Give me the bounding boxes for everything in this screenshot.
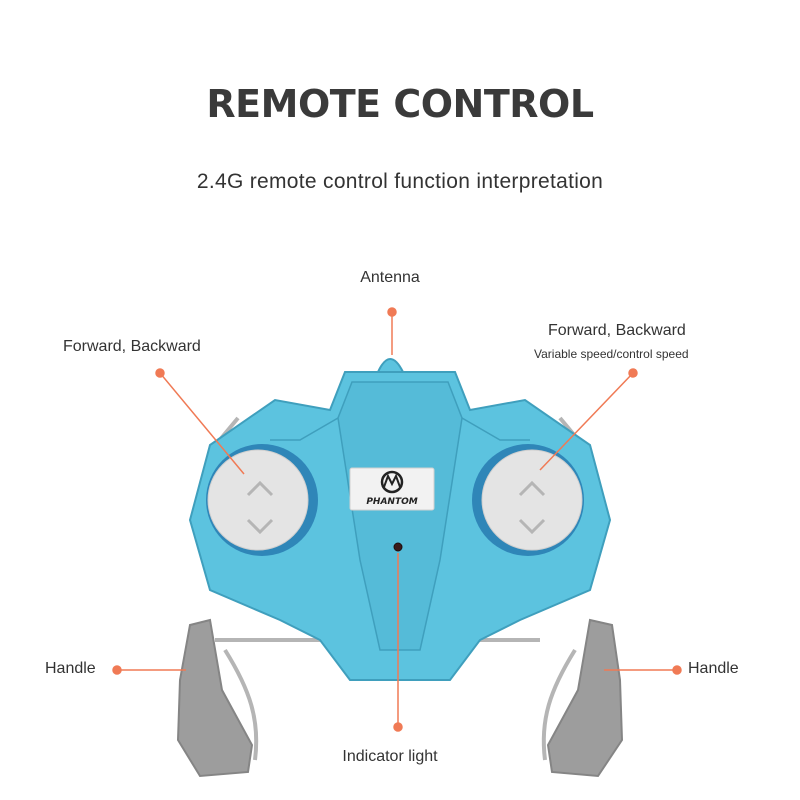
label-indicator-light: Indicator light bbox=[0, 748, 780, 766]
brand-logo: PHANTOM bbox=[350, 468, 434, 510]
logo-text: PHANTOM bbox=[366, 497, 417, 507]
label-left-control: Forward, Backward bbox=[63, 338, 201, 356]
label-handle-right: Handle bbox=[688, 660, 739, 678]
right-wheel bbox=[472, 444, 584, 556]
left-wheel bbox=[206, 444, 318, 556]
label-right-control: Forward, Backward bbox=[548, 322, 686, 340]
label-handle-left: Handle bbox=[45, 660, 96, 678]
label-antenna: Antenna bbox=[0, 269, 780, 287]
indicator-light bbox=[394, 543, 402, 551]
antenna-nub bbox=[378, 359, 403, 372]
label-right-control-note: Variable speed/control speed bbox=[534, 347, 689, 361]
